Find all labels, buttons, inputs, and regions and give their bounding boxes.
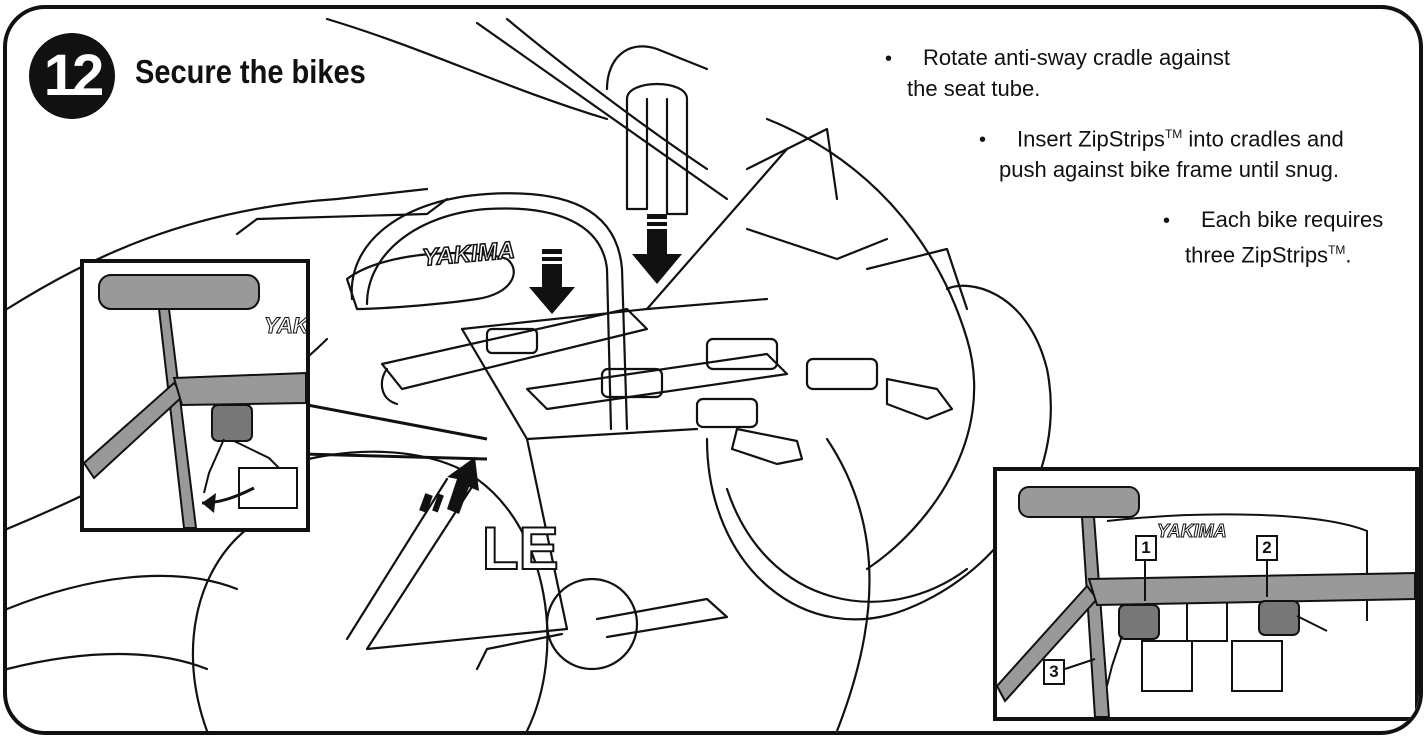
inset-anti-sway-cradle: YAKI (80, 259, 310, 532)
inset-rack-brand-partial: YAKI (264, 313, 306, 338)
instruction-3-line-2: three ZipStrips (1185, 242, 1329, 268)
instruction-2-line-1: Insert ZipStrips (1017, 126, 1165, 152)
step-number-badge: 12 (29, 33, 115, 119)
inset-zipstrip-positions: YAKIMA 1 2 3 (993, 467, 1419, 721)
instruction-item-rotate-cradle: • Rotate anti-sway cradle against the sea… (885, 43, 1230, 103)
instruction-2-line-1-rest: into cradles and (1182, 126, 1344, 152)
instruction-2-line-2: push against bike frame until snug. (999, 157, 1339, 183)
bullet-glyph: • (885, 48, 893, 70)
bullet-glyph: • (979, 129, 987, 152)
instruction-panel: YAKIMA LE 12 Secure the bikes •Rotate an… (3, 5, 1423, 735)
callout-2: 2 (1256, 535, 1278, 561)
instruction-3-line-1: Each bike requires (1201, 207, 1384, 232)
callout-3: 3 (1043, 659, 1065, 685)
inset-rack-brand: YAKIMA (1157, 521, 1227, 541)
instruction-1-line-2: the seat tube. (907, 76, 1041, 101)
bullet-glyph: • (1163, 210, 1171, 232)
zipstrip-positions-illustration: YAKIMA (997, 486, 1415, 717)
instruction-item-three-zipstrips: • Each bike requires three ZipStripsTM. (1163, 205, 1383, 269)
rack-brand-text: YAKIMA (421, 237, 516, 272)
instruction-1-line-1: Rotate anti-sway cradle against (923, 45, 1230, 70)
rotate-arrow-icon (202, 493, 216, 513)
trademark-mark: TM (1164, 127, 1183, 141)
anti-sway-cradle-illustration: YAKI (84, 274, 306, 528)
callout-1: 1 (1135, 535, 1157, 561)
license-plate-text: LE (482, 515, 559, 582)
instruction-item-insert-zipstrips: • Insert ZipStripsTM into cradles and pus… (979, 120, 1344, 184)
trademark-mark: TM (1328, 243, 1346, 257)
instruction-3-line-2-rest: . (1345, 242, 1352, 268)
step-title: Secure the bikes (135, 53, 366, 90)
bike-rack-illustration: YAKIMA LE (7, 17, 1052, 731)
